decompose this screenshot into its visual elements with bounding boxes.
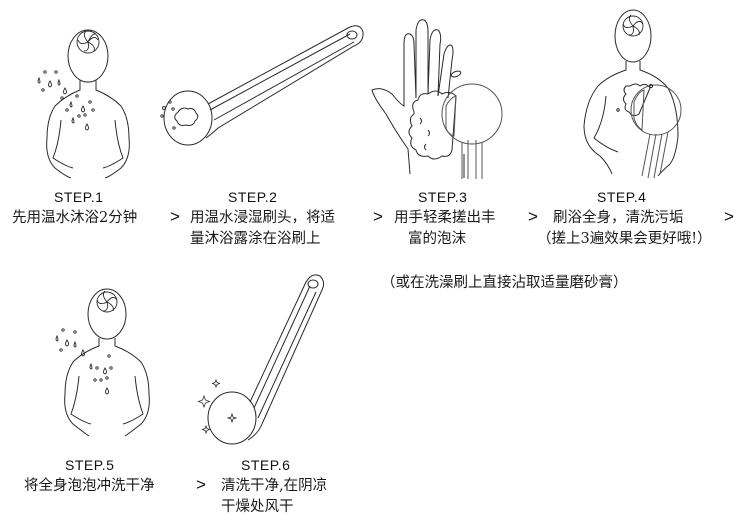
step-3-line-2: 富的泡沫	[408, 231, 466, 247]
step-6-line-2: 干燥处风干	[221, 499, 294, 515]
next-arrow-2-3: >	[373, 207, 383, 226]
step-3-description: 用手轻柔搓出丰 富的泡沫	[394, 208, 496, 250]
next-arrow-4-5: >	[724, 207, 734, 226]
next-arrow-3-4: >	[528, 207, 538, 226]
next-arrow-1-2: >	[170, 207, 180, 226]
step-2-description: 用温水浸湿刷头，将适 量沐浴露涂在浴刷上	[190, 208, 335, 250]
clean-brush-sparkle-icon	[192, 268, 332, 448]
step-4-line-1: 刷浴全身，清洗污垢	[553, 210, 684, 226]
step-5-label: STEP.5	[65, 457, 115, 473]
step-2-line-2: 量沐浴露涂在浴刷上	[190, 231, 321, 247]
step-5-description: 将全身泡泡冲洗干净	[24, 476, 155, 497]
woman-showering-icon	[25, 18, 135, 183]
step-2-label: STEP.2	[228, 189, 278, 205]
woman-brushing-body-icon	[578, 6, 698, 181]
step-1-description: 先用温水沐浴2分钟	[12, 208, 137, 229]
alternative-note: （或在洗澡刷上直接沾取适量磨砂膏）	[381, 275, 628, 291]
step-6-label: STEP.6	[241, 457, 291, 473]
step-6-line-1: 清洗干净,在阴凉	[221, 478, 328, 494]
step-2-line-1: 用温水浸湿刷头，将适	[190, 210, 335, 226]
step-3-label: STEP.3	[418, 189, 468, 205]
step-5-line-1: 将全身泡泡冲洗干净	[24, 478, 155, 494]
hand-lathering-icon	[368, 14, 503, 179]
step-4-label: STEP.4	[597, 189, 647, 205]
step-4-line-2: （搓上3遍效果会更好哦!）	[537, 231, 712, 247]
woman-rinsing-icon	[45, 280, 160, 445]
step-4-description: 刷浴全身，清洗污垢 （搓上3遍效果会更好哦!）	[537, 208, 712, 250]
step-1-line-1: 先用温水沐浴2分钟	[12, 210, 138, 226]
brush-with-gel-icon	[158, 20, 368, 150]
next-arrow-5-6: >	[196, 475, 206, 494]
step-3-line-1: 用手轻柔搓出丰	[394, 210, 496, 226]
step-1-label: STEP.1	[54, 189, 104, 205]
step-6-description: 清洗干净,在阴凉 干燥处风干	[221, 476, 327, 518]
